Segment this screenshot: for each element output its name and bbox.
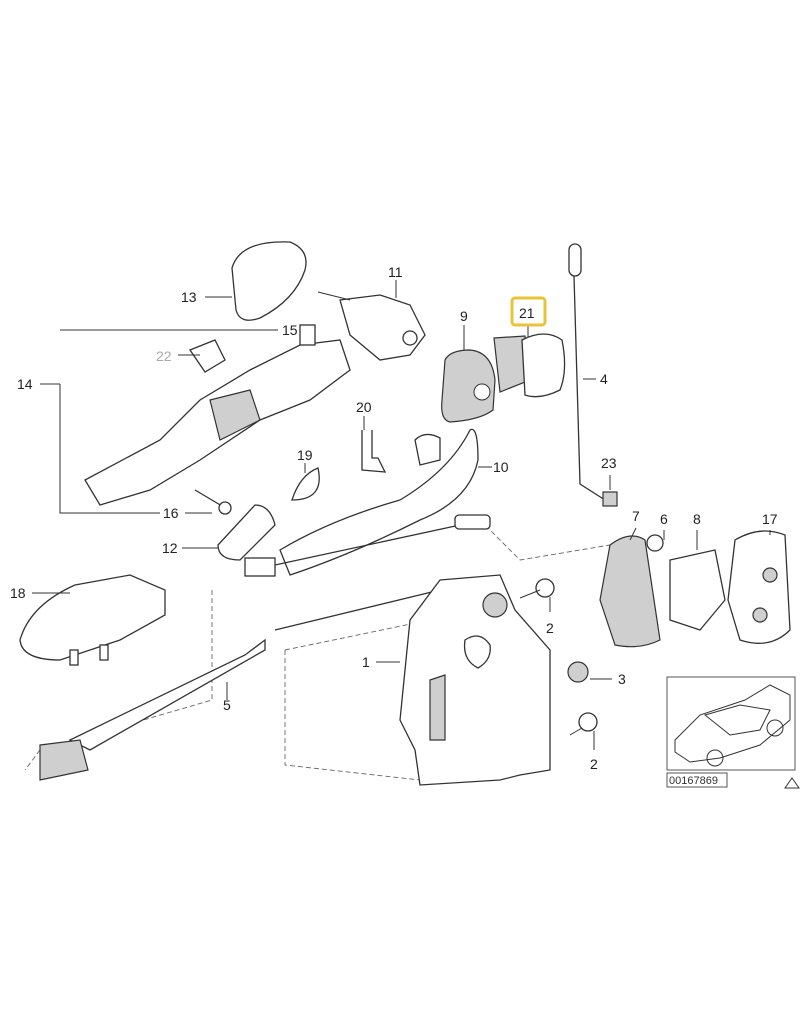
part-14-handle-carrier[interactable] xyxy=(40,324,351,514)
part-19-seal[interactable] xyxy=(291,463,320,501)
part-12-gasket[interactable] xyxy=(182,504,276,561)
callout-14[interactable]: 14 xyxy=(17,376,33,392)
reference-number: 00167869 xyxy=(669,775,718,787)
part-handle-clip[interactable] xyxy=(244,557,276,577)
part-1-door-lock[interactable] xyxy=(376,574,551,786)
callout-10[interactable]: 10 xyxy=(493,459,509,475)
callout-8[interactable]: 8 xyxy=(693,511,701,527)
callout-4[interactable]: 4 xyxy=(600,371,608,387)
part-21-cover-cap[interactable] xyxy=(493,324,566,398)
highlight-box-21 xyxy=(510,296,547,327)
callout-22[interactable]: 22 xyxy=(156,348,172,364)
callout-18[interactable]: 18 xyxy=(10,585,26,601)
callout-3[interactable]: 3 xyxy=(618,671,626,687)
callout-17[interactable]: 17 xyxy=(762,511,778,527)
part-23-clip[interactable] xyxy=(602,475,618,507)
part-18-inner-handle[interactable] xyxy=(19,574,166,666)
callout-23[interactable]: 23 xyxy=(601,455,617,471)
guide-lines xyxy=(24,519,641,781)
callout-15[interactable]: 15 xyxy=(282,322,298,338)
callout-19[interactable]: 19 xyxy=(297,447,313,463)
part-3-grommet[interactable] xyxy=(567,661,612,683)
part-5-cable[interactable] xyxy=(39,514,491,781)
warning-triangle-icon xyxy=(784,777,800,789)
part-11-lock-cylinder[interactable] xyxy=(317,280,426,361)
part-7-plate[interactable] xyxy=(599,527,661,648)
part-4-rod[interactable] xyxy=(568,243,606,501)
callout-13[interactable]: 13 xyxy=(181,289,197,305)
callout-5[interactable]: 5 xyxy=(223,697,231,713)
part-17-cover[interactable] xyxy=(727,530,791,644)
callout-2-upper[interactable]: 2 xyxy=(546,620,554,636)
part-2-screw-upper[interactable] xyxy=(519,578,555,612)
part-22-pad[interactable] xyxy=(178,339,226,373)
part-8-striker[interactable] xyxy=(669,530,726,631)
part-6-screw[interactable] xyxy=(646,530,665,552)
callout-1[interactable]: 1 xyxy=(362,654,370,670)
callout-7[interactable]: 7 xyxy=(632,508,640,524)
callout-21[interactable]: 21 xyxy=(519,305,535,321)
part-16-screw[interactable] xyxy=(185,489,232,515)
callout-12[interactable]: 12 xyxy=(162,540,178,556)
vehicle-thumbnail: 00167869 xyxy=(666,676,800,789)
callout-2-lower[interactable]: 2 xyxy=(590,756,598,772)
callout-11[interactable]: 11 xyxy=(388,264,403,280)
part-2-screw-lower[interactable] xyxy=(569,712,598,750)
callout-16[interactable]: 16 xyxy=(163,505,179,521)
part-20-clip[interactable] xyxy=(361,416,387,473)
callout-9[interactable]: 9 xyxy=(460,308,468,324)
callout-6[interactable]: 6 xyxy=(660,511,668,527)
part-13-handle-cover[interactable] xyxy=(205,241,307,321)
callout-20[interactable]: 20 xyxy=(356,399,372,415)
part-10-door-handle[interactable] xyxy=(279,428,492,576)
part-9-cap[interactable] xyxy=(441,325,496,423)
